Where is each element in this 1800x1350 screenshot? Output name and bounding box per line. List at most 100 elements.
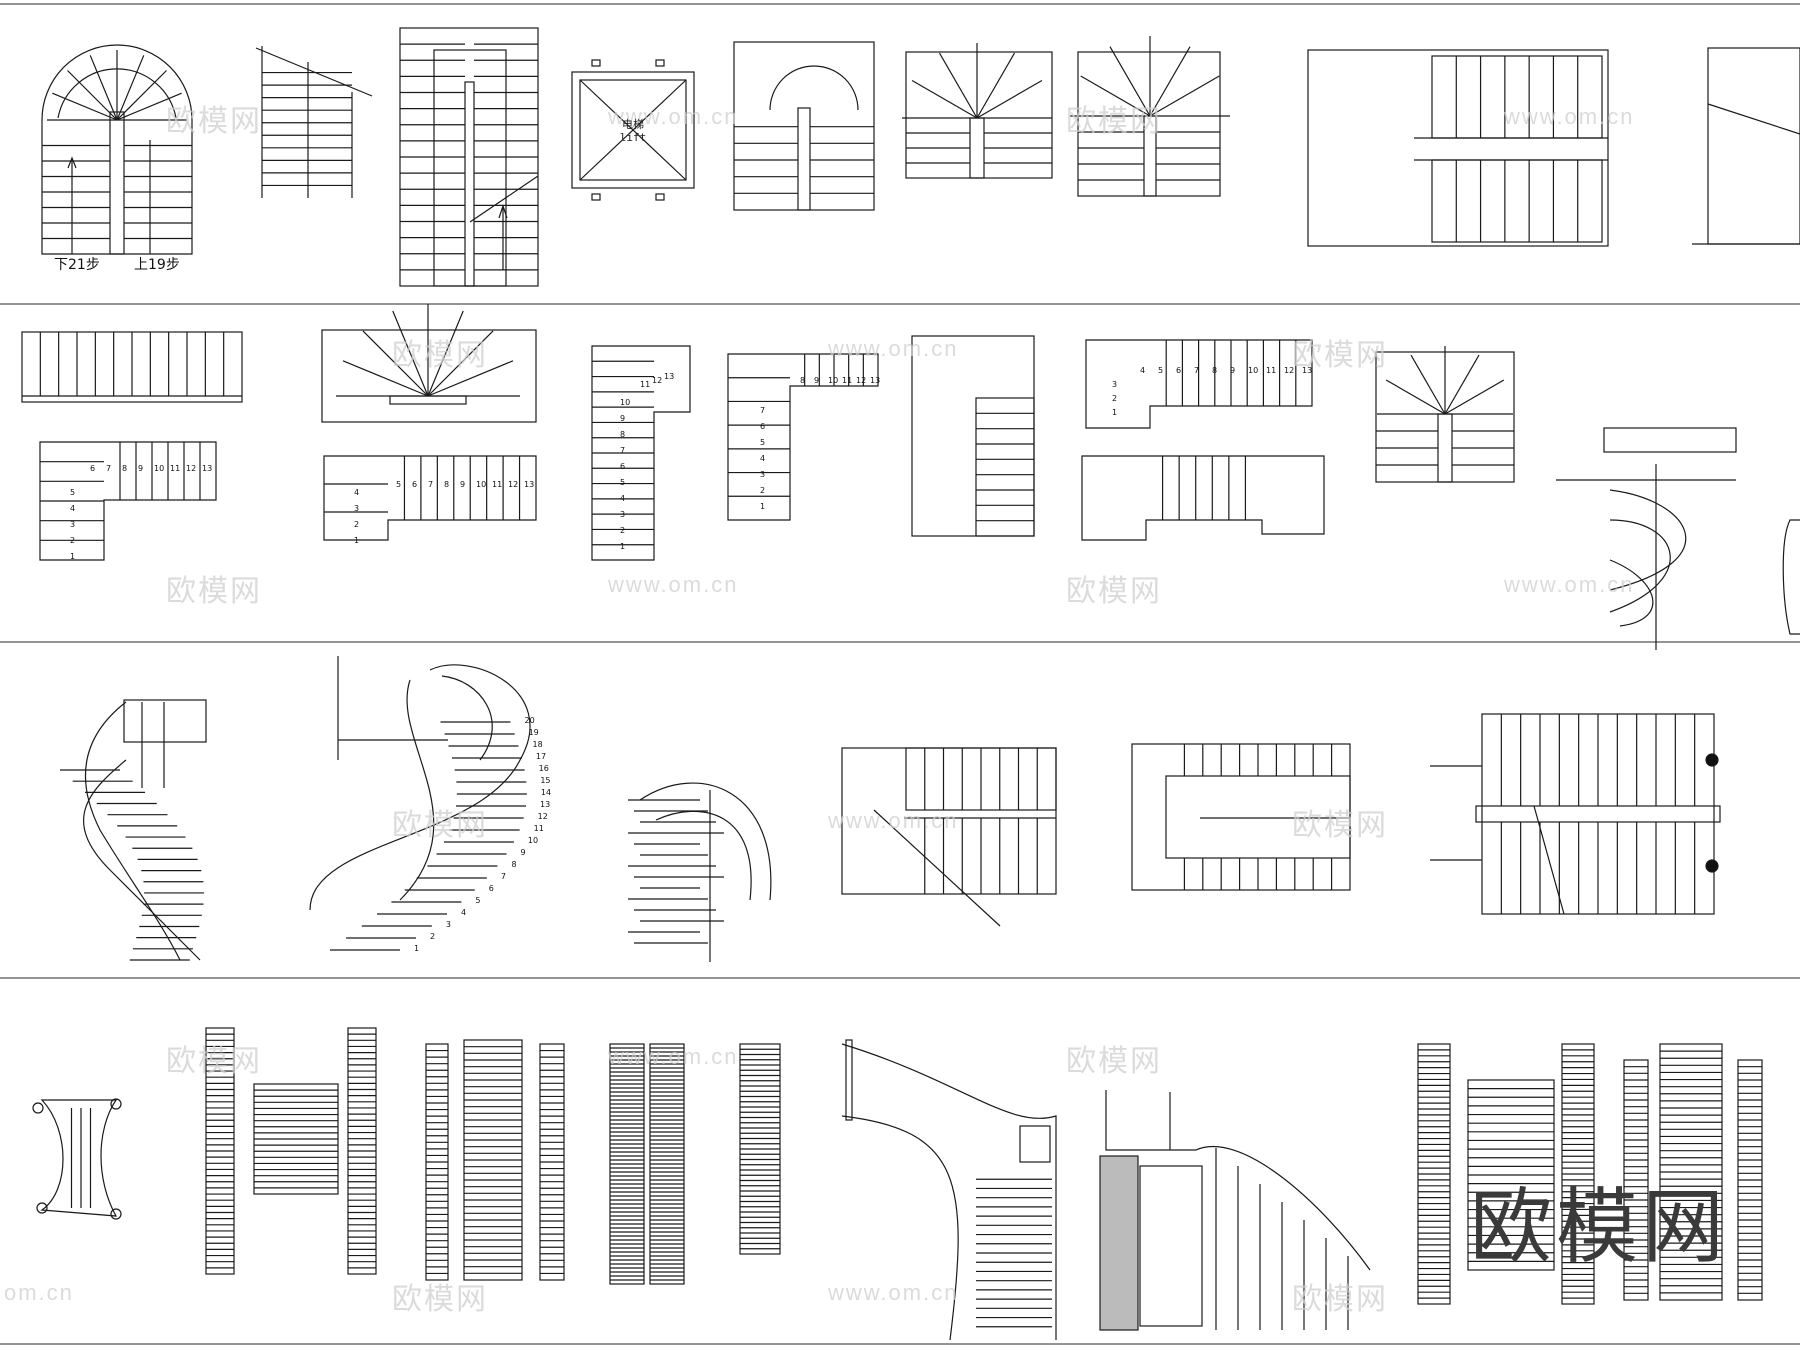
stair-line: [427, 310, 464, 397]
watermark-logo-large: 欧模网: [1470, 1180, 1729, 1275]
stair-line: [342, 360, 429, 397]
watermark-brand: 欧模网: [166, 104, 262, 139]
stair-line: [116, 55, 145, 121]
step-number: 2: [430, 932, 436, 941]
lshape-stair-e: [1085, 339, 1313, 429]
step-number: 20: [524, 716, 535, 725]
step-number: 6: [760, 422, 766, 431]
step-number: 5: [620, 478, 626, 487]
step-number: 8: [800, 376, 806, 385]
u-stair-fan-a: [902, 43, 1053, 179]
stair-line: [1080, 75, 1151, 117]
spiral-stair-elevation-b: [309, 656, 531, 951]
step-number: 11: [492, 480, 503, 489]
stair-line: [52, 92, 118, 121]
step-number: 16: [538, 764, 549, 773]
step-number: 10: [476, 480, 487, 489]
step-number: 2: [354, 520, 360, 529]
watermark-brand: 欧模网: [166, 1044, 262, 1079]
step-number: 9: [620, 414, 626, 423]
stair-line: [976, 79, 1043, 119]
curved-stair-elevation: [841, 1039, 1057, 1341]
up-steps-label: 上19步: [134, 257, 180, 273]
step-number: 5: [396, 480, 402, 489]
step-number: 13: [540, 800, 551, 809]
step-number: 10: [1248, 366, 1259, 375]
watermark-brand: 欧模网: [1292, 338, 1388, 373]
curved-bridge-plan: [32, 1098, 122, 1220]
step-number: 5: [70, 488, 76, 497]
watermark-brand: 欧模网: [392, 1282, 488, 1317]
watermark-url: www.om.cn: [608, 104, 739, 129]
escalator-pair-a: [205, 1027, 377, 1275]
lshape-stair-a: [39, 441, 217, 561]
step-number: 13: [1302, 366, 1313, 375]
spiral-stair-elevation-c: [628, 782, 772, 962]
stair-line: [1410, 354, 1446, 415]
step-number: 8: [1212, 366, 1218, 375]
spiral-stair-elevation-a: [60, 699, 207, 961]
stair-line: [116, 70, 167, 121]
step-number: 5: [760, 438, 766, 447]
step-number: 3: [70, 520, 76, 529]
step-number: 9: [1230, 366, 1236, 375]
u-stair-plan-section-a: [841, 747, 1057, 927]
step-number: 4: [354, 488, 360, 497]
step-number: 17: [535, 752, 547, 761]
watermark-brand: 欧模网: [1066, 574, 1162, 609]
step-number: 14: [540, 788, 552, 797]
arched-stair-plan: [41, 44, 193, 255]
step-number: 7: [760, 406, 766, 415]
watermark-brand: 欧模网: [392, 808, 488, 843]
watermark-url: www.om.cn: [608, 1044, 739, 1069]
step-number: 3: [1112, 380, 1118, 389]
stair-line: [427, 360, 514, 397]
step-number: 6: [620, 462, 626, 471]
lift-label: 电梯 lift: [610, 118, 656, 144]
watermark-brand: 欧模网: [392, 338, 488, 373]
watermark-url: www.om.cn: [1504, 104, 1635, 129]
step-number: 12: [856, 376, 867, 385]
balustrade-section: [1099, 1090, 1371, 1331]
straight-railed-stair: [21, 331, 243, 403]
step-number: 10: [154, 464, 165, 473]
step-number: 12: [652, 376, 663, 385]
step-number: 1: [760, 502, 766, 511]
step-number: 13: [202, 464, 213, 473]
step-number: 4: [1140, 366, 1146, 375]
u-stair-arc: [733, 41, 875, 211]
step-number: 2: [760, 486, 766, 495]
vertical-railed-stair: [911, 335, 1035, 537]
straight-stair-c: [591, 345, 691, 561]
step-number: 9: [814, 376, 820, 385]
step-number: 3: [445, 920, 451, 929]
watermark-url: om.cn: [4, 1280, 74, 1305]
stair-line: [976, 52, 1016, 119]
step-number: 6: [90, 464, 96, 473]
watermark-brand: 欧模网: [1066, 1044, 1162, 1079]
step-number: 4: [461, 908, 467, 917]
step-number: 1: [620, 542, 626, 551]
step-number: 11: [842, 376, 853, 385]
stair-line: [1149, 75, 1220, 117]
stair-line: [1444, 379, 1505, 415]
escalator-triple: [425, 1039, 565, 1281]
watermark-url: www.om.cn: [828, 336, 959, 361]
step-number: 2: [1112, 394, 1118, 403]
lshape-stair-b: [323, 455, 537, 541]
step-number: 7: [1194, 366, 1200, 375]
step-number: 18: [532, 740, 543, 749]
lift-label-en: lift: [619, 131, 647, 144]
u-stair-fan-c: [1375, 346, 1515, 483]
step-number: 12: [537, 812, 548, 821]
step-number: 12: [186, 464, 197, 473]
stair-line: [89, 55, 118, 121]
watermark-url: www.om.cn: [828, 1280, 959, 1305]
step-number: 1: [70, 552, 76, 561]
step-number: 4: [620, 494, 626, 503]
step-number: 10: [527, 836, 539, 845]
step-number: 13: [870, 376, 881, 385]
step-number: 7: [500, 872, 506, 881]
step-number: 2: [620, 526, 626, 535]
